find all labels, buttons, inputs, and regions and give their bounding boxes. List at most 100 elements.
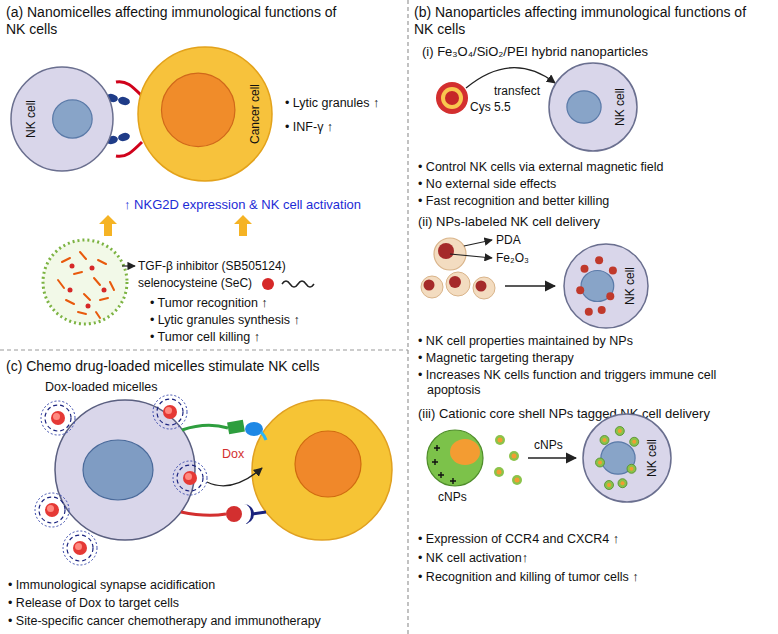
nanoparticle-dot bbox=[600, 436, 609, 445]
panel-subtitle: (iii) Cationic core shell NPs tagged NK … bbox=[418, 406, 710, 422]
cancer-cell: Cancer cell bbox=[137, 46, 273, 182]
cell-nucleus bbox=[567, 91, 601, 123]
panel-title: (c) Chemo drug-loaded micelles stimulate… bbox=[6, 358, 320, 375]
bullet-text: • Lytic granules ↑ bbox=[285, 96, 379, 111]
nk-cell: NK cell bbox=[563, 243, 649, 329]
nanoparticle-dot bbox=[627, 464, 636, 473]
annotation-label: selenocysteine (SeC) bbox=[138, 276, 252, 290]
nanoparticle-core bbox=[632, 440, 636, 444]
small-cationic-nanoparticles bbox=[494, 435, 522, 485]
cell-label: NK cell bbox=[645, 439, 659, 477]
bullet-text: • Immunological synapse acidification bbox=[8, 578, 215, 593]
inhibitor-symbol bbox=[282, 281, 314, 287]
annotation-label: cNPs bbox=[438, 490, 467, 504]
cell-label: Cancer cell bbox=[248, 84, 262, 144]
dox-release-arrow bbox=[207, 468, 262, 486]
nanoparticle-dot bbox=[605, 481, 614, 490]
delivery-arrow bbox=[505, 285, 555, 287]
cell-label: NK cell bbox=[24, 100, 38, 138]
bullet-text: • No external side effects bbox=[418, 177, 556, 192]
nanoparticle-dot bbox=[576, 286, 584, 294]
pointer-arrow bbox=[122, 265, 135, 266]
nanoparticle-cluster bbox=[421, 272, 495, 299]
dox-micelle bbox=[153, 395, 187, 429]
divider bbox=[407, 0, 408, 634]
delivery-arrow bbox=[528, 457, 576, 459]
nanoparticle-dot bbox=[596, 458, 605, 467]
bullet-text: • Tumor recognition ↑ bbox=[150, 296, 268, 311]
nanoparticle-dot bbox=[598, 306, 606, 314]
annotation-label: cNPs bbox=[534, 438, 563, 452]
nk-cell-illustration bbox=[55, 400, 195, 540]
bullet-text: • NK cell properties maintained by NPs bbox=[418, 334, 633, 349]
annotation-label: Cys 5.5 bbox=[470, 100, 511, 114]
selenocysteine-symbol bbox=[262, 278, 274, 290]
nanoparticle-core bbox=[630, 467, 634, 471]
bullet-text: • Site-specific cancer chemotherapy and … bbox=[8, 614, 321, 629]
cationic-nanoparticle bbox=[427, 430, 483, 486]
hybrid-nanoparticle bbox=[436, 82, 468, 114]
nanoparticle-dot bbox=[618, 479, 627, 488]
panel-title: (a) Nanomicelles affecting immunological… bbox=[6, 4, 351, 38]
pointer-arrow bbox=[450, 254, 492, 258]
cell-label: NK cell bbox=[623, 267, 637, 305]
cell-nucleus bbox=[601, 442, 635, 474]
bullet-text: • Increases NK cells function and trigge… bbox=[418, 368, 767, 398]
bullet-text: • Release of Dox to target cells bbox=[8, 596, 179, 611]
bullet-text: • NK cell activation↑ bbox=[418, 551, 528, 566]
up-arrow bbox=[99, 215, 117, 236]
bullet-text: • Recognition and killing of tumor cells… bbox=[418, 570, 638, 585]
dox-micelle bbox=[63, 531, 97, 565]
cell-membrane bbox=[583, 414, 671, 502]
annotation-label: Dox bbox=[222, 447, 244, 462]
nanoparticle-dot bbox=[630, 437, 639, 446]
bullet-text: • Expression of CCR4 and CXCR4 ↑ bbox=[418, 532, 619, 547]
nanoparticle-dot bbox=[615, 427, 624, 436]
bullet-text: • Tumor cell killing ↑ bbox=[150, 330, 260, 345]
nanoparticle-dot bbox=[606, 292, 614, 300]
panel-title: (b) Nanoparticles affecting immunologica… bbox=[414, 4, 764, 38]
panel-subtitle: (i) Fe₃O₄/SiO₂/PEI hybrid nanoparticles bbox=[422, 44, 648, 60]
bullet-text: • Lytic granules synthesis ↑ bbox=[150, 313, 300, 328]
divider bbox=[0, 349, 408, 350]
nanoparticle-core bbox=[618, 429, 622, 433]
cell-membrane bbox=[549, 63, 637, 151]
cell-nucleus bbox=[581, 271, 614, 302]
cell-membrane bbox=[564, 244, 648, 328]
cell-nucleus bbox=[53, 100, 93, 138]
nanoparticle-core bbox=[598, 461, 602, 465]
dox-micelle bbox=[173, 461, 207, 495]
nanoparticle-core bbox=[603, 438, 607, 442]
nk-cell: NK cell bbox=[582, 413, 672, 503]
nanoparticle-core bbox=[621, 481, 625, 485]
annotation-label: ↑ NKG2D expression & NK cell activation bbox=[124, 197, 361, 213]
pointer-arrow bbox=[464, 240, 492, 246]
nanoparticle-dot bbox=[609, 267, 617, 275]
cell-membrane bbox=[11, 67, 113, 171]
nanomicelle bbox=[43, 240, 127, 324]
cell-membrane bbox=[138, 47, 272, 181]
dox-micelle bbox=[35, 493, 69, 527]
annotation-label: Dox-loaded micelles bbox=[45, 380, 158, 395]
bullet-text: • Fast recognition and better killing bbox=[418, 194, 609, 209]
nk-cell: NK cell bbox=[548, 62, 638, 152]
bullet-text: • INF-γ ↑ bbox=[285, 120, 333, 135]
bullet-text: • Control NK cells via external magnetic… bbox=[418, 160, 663, 175]
annotation-label: Fe₂O₃ bbox=[496, 251, 529, 265]
bullet-text: • Magnetic targeting therapy bbox=[418, 351, 574, 366]
cancer-cell-illustration bbox=[252, 400, 392, 540]
cell-label: NK cell bbox=[613, 88, 627, 126]
nk-cell: NK cell bbox=[10, 66, 114, 172]
annotation-label: transfect bbox=[494, 84, 540, 98]
panel-subtitle: (ii) NPs-labeled NK cell delivery bbox=[418, 214, 600, 230]
nanoparticle-core bbox=[607, 483, 611, 487]
nanoparticle-dot bbox=[585, 308, 593, 316]
nanoparticle-dot bbox=[581, 265, 589, 273]
nanoparticle-dot bbox=[595, 256, 603, 264]
cell-nucleus bbox=[161, 73, 234, 146]
annotation-label: PDA bbox=[496, 233, 521, 247]
up-arrow bbox=[234, 215, 252, 236]
dox-micelle bbox=[41, 401, 75, 435]
